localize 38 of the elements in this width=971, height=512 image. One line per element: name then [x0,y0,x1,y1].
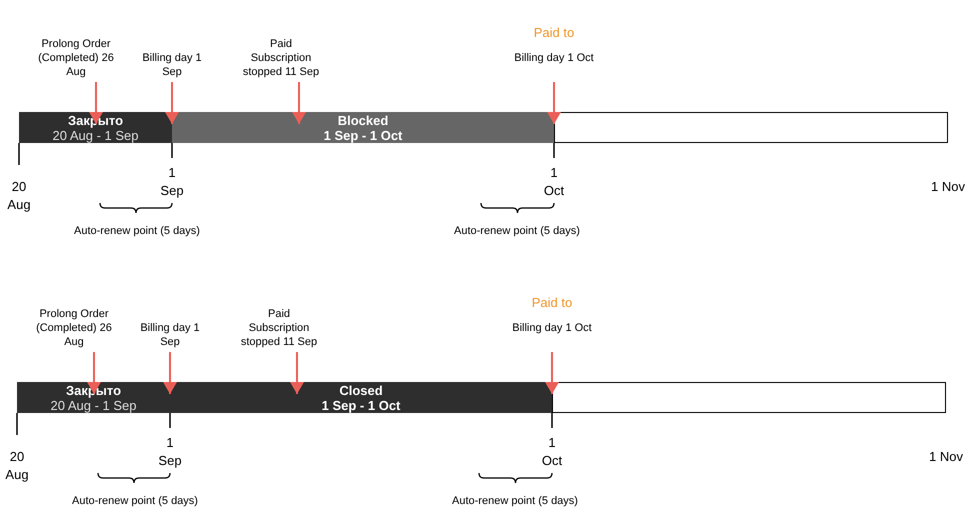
arrow [545,352,559,394]
event-label: Billing day 1 Oct [512,321,592,335]
axis-date-label: 1 Oct [542,164,566,200]
period-bar [170,382,552,413]
axis-date-label: 1 Sep [157,434,183,470]
axis-date-label: 1 Nov [930,178,966,196]
event-label: Billing day 1 Oct [514,51,594,65]
event-label: Prolong Order (Completed) 26 Aug [38,37,114,79]
period-bar [172,112,554,143]
event-label: Prolong Order (Completed) 26 Aug [36,307,112,349]
arrow [87,352,101,394]
arrow [292,82,306,124]
arrow [163,352,177,394]
arrow [547,82,561,124]
arrow [165,82,179,124]
event-label: Paid Subscription stopped 11 Sep [242,37,320,79]
range-note: Auto-renew point (5 days) [73,224,201,238]
axis-date-label: 1 Sep [159,164,185,200]
range-note: Auto-renew point (5 days) [71,494,199,508]
period-range: 20 Aug - 1 Sep [50,398,136,412]
axis-date-label: 1 Oct [540,434,564,470]
event-label: Billing day 1 Sep [140,321,200,349]
period-title: Blocked [338,112,388,128]
event-label: Billing day 1 Sep [142,51,202,79]
arrow [89,82,103,124]
period-range: 1 Sep - 1 Oct [324,128,402,142]
range-note: Auto-renew point (5 days) [453,224,581,238]
paid-to-label: Paid to [534,24,574,42]
period-range: 1 Sep - 1 Oct [322,398,400,412]
period-range: 20 Aug - 1 Sep [52,128,138,142]
arrow [290,352,304,394]
axis-date-label: 20 Aug [4,448,30,484]
paid-to-label: Paid to [532,294,572,312]
period-title: Closed [339,382,383,398]
axis-date-label: 1 Nov [928,448,964,466]
axis-date-label: 20 Aug [6,178,32,214]
range-note: Auto-renew point (5 days) [451,494,579,508]
event-label: Paid Subscription stopped 11 Sep [240,307,318,349]
